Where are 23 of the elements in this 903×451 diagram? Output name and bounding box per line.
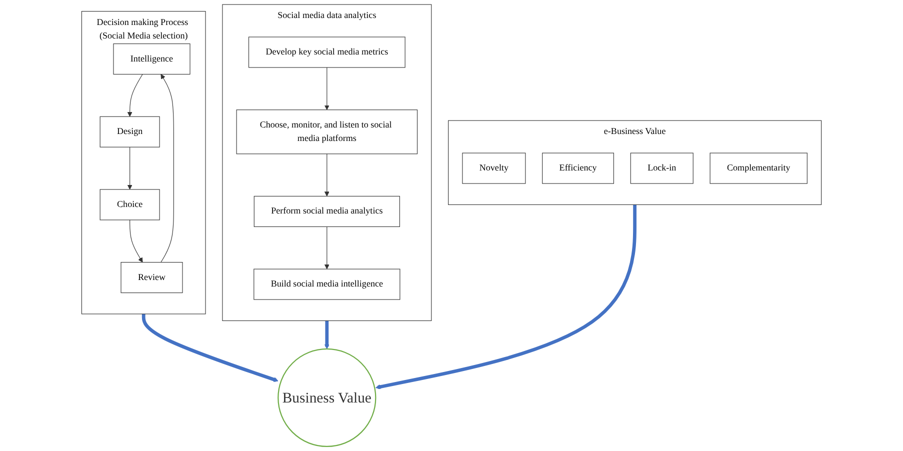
node-box: Complementarity bbox=[710, 152, 808, 184]
arrow bbox=[142, 314, 278, 382]
node-box: Intelligence bbox=[113, 43, 190, 75]
arrow bbox=[127, 74, 143, 117]
arrow bbox=[130, 220, 143, 263]
node-box: Review bbox=[120, 262, 183, 294]
arrow bbox=[127, 146, 132, 190]
arrow bbox=[324, 154, 330, 196]
node-box: Build social media intelligence bbox=[254, 268, 400, 300]
node-box: Perform social media analytics bbox=[254, 196, 400, 227]
node-box: Lock-in bbox=[630, 152, 694, 184]
arrow bbox=[375, 204, 636, 390]
node-box: Design bbox=[100, 116, 160, 148]
arrow bbox=[324, 67, 330, 110]
node-circle: Business Value bbox=[278, 348, 376, 448]
node-box: Choice bbox=[100, 189, 160, 220]
node-box: Develop key social media metrics bbox=[248, 36, 406, 68]
arrow bbox=[324, 226, 330, 270]
node-box: Choose, monitor, and listen to social media platforms bbox=[236, 110, 418, 154]
node-box: Efficiency bbox=[542, 152, 614, 184]
arrow bbox=[160, 74, 174, 263]
arrow bbox=[324, 320, 330, 350]
node-box: Novelty bbox=[462, 152, 526, 184]
